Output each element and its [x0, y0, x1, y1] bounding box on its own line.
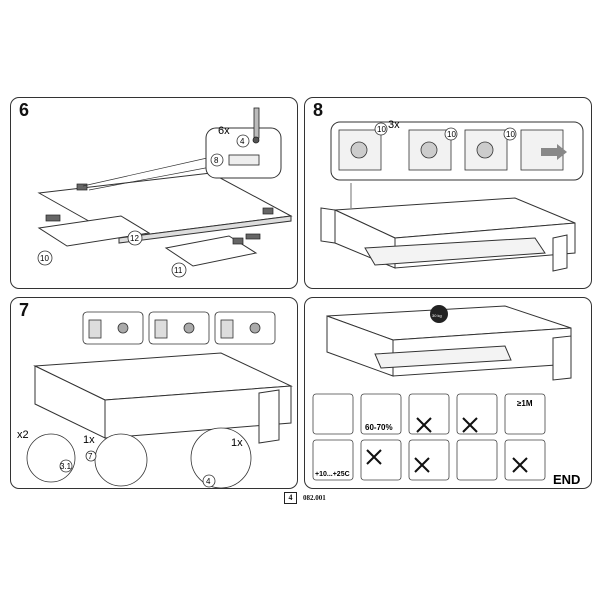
part-label: 10 — [506, 130, 515, 139]
page-number: 4 — [284, 492, 297, 504]
part-label: 7 — [88, 452, 93, 461]
step-6-illustration: 6x 4 8 10 11 12 — [37, 107, 293, 278]
part-label: 10 — [447, 130, 456, 139]
part-label: 10 — [377, 125, 386, 134]
step-7-panel: 7 x2 1x — [10, 297, 298, 489]
qty-label: 1x — [231, 437, 243, 449]
page-footer: 4 082.001 — [284, 492, 326, 504]
part-label: 3.1 — [60, 462, 72, 471]
qty-label: 3x — [388, 119, 400, 131]
step-8-illustration: 3x 10 10 10 — [320, 119, 584, 272]
part-label: 8 — [214, 156, 219, 165]
step-8-panel: 8 3x 10 10 10 — [304, 97, 592, 289]
weight-label: 30 kg — [432, 313, 442, 318]
distance-label: ≥1M — [517, 399, 533, 408]
product-code: 082.001 — [303, 494, 326, 502]
step-number: 8 — [313, 100, 324, 120]
end-label: END — [553, 472, 580, 487]
part-label: 4 — [206, 477, 211, 486]
part-label: 12 — [130, 234, 139, 243]
step-7-illustration: x2 1x 1x 3.1 7 4 — [17, 311, 293, 488]
step-number: 7 — [19, 300, 30, 320]
part-label: 10 — [40, 254, 49, 263]
qty-label: 6x — [218, 125, 230, 137]
step-number: 6 — [19, 100, 30, 120]
qty-label: 1x — [83, 434, 95, 446]
temperature-label: +10...+25C — [315, 471, 350, 478]
care-instructions-panel: 30 kg 60-70% ≥1M +10...+25C END — [304, 297, 592, 489]
step-6-panel: 6 — [10, 97, 298, 289]
humidity-label: 60-70% — [365, 423, 393, 432]
finished-cabinet-illustration: 30 kg 60-70% ≥1M +10...+25C END — [312, 305, 580, 487]
qty-label: x2 — [17, 429, 29, 441]
part-label: 11 — [174, 266, 183, 275]
part-label: 4 — [240, 137, 245, 146]
